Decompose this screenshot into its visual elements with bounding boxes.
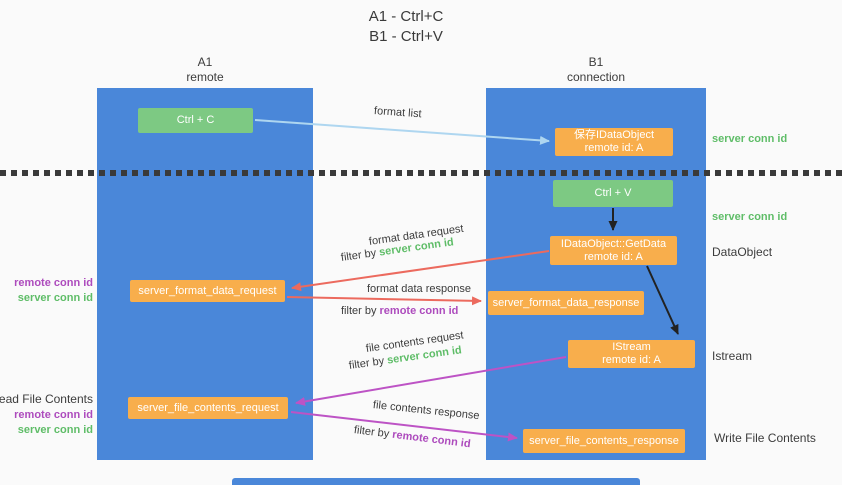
annotation-write-file-contents: Write File Contents xyxy=(714,431,816,445)
node-istream: IStream remote id: A xyxy=(568,340,695,368)
filter-by-text: filter by xyxy=(340,247,377,264)
annotation-istream: Istream xyxy=(712,349,753,363)
node-server-format-data-request-label: server_format_data_request xyxy=(138,284,277,297)
node-save-dataobject: 保存IDataObject remote id: A xyxy=(555,128,673,156)
bottom-window-edge xyxy=(232,478,640,485)
label-file-contents-response: file contents response xyxy=(372,399,481,423)
node-getdata-line2: remote id: A xyxy=(584,250,643,263)
annotation-read-file-contents: Read File Contents xyxy=(0,392,93,406)
diagram-title: A1 - Ctrl+C B1 - Ctrl+V xyxy=(296,7,516,47)
annotation-dataobject: DataObject xyxy=(712,245,773,259)
node-server-file-contents-request-label: server_file_contents_request xyxy=(137,401,279,414)
node-ctrl-c: Ctrl + C xyxy=(138,108,253,133)
label-format-list: format list xyxy=(373,105,422,121)
title-line-2: B1 - Ctrl+V xyxy=(369,28,443,45)
lifeline-b1-name: B1 xyxy=(588,55,604,69)
node-server-file-contents-request: server_file_contents_request xyxy=(128,397,288,419)
annotation-server-conn-id-ctrlv: server conn id xyxy=(712,211,788,223)
node-getdata-line1: IDataObject::GetData xyxy=(560,237,667,250)
annotation-server-conn-id-save: server conn id xyxy=(712,133,788,145)
filter-by-text: filter by xyxy=(341,305,377,317)
annotation-remote-conn-id-format: remote conn id xyxy=(14,277,93,289)
lifeline-header-a1: A1 remote xyxy=(145,55,265,85)
label-filter-by-remote-conn-id-2: filter by remote conn id xyxy=(353,424,471,450)
node-server-format-data-response-label: server_format_data_response xyxy=(492,296,640,309)
node-server-file-contents-response-label: server_file_contents_response xyxy=(529,434,679,447)
arrow-format-data-response xyxy=(286,296,482,306)
remote-conn-id-text: remote conn id xyxy=(379,305,459,317)
filter-by-text: filter by xyxy=(348,355,385,372)
node-ctrl-v: Ctrl + V xyxy=(553,180,673,207)
remote-conn-id-text: remote conn id xyxy=(391,428,472,451)
label-format-data-response: format data response xyxy=(367,283,471,295)
lifeline-a1-role: remote xyxy=(186,70,224,84)
dotted-separator-line xyxy=(0,170,842,176)
annotation-server-conn-id-file: server conn id xyxy=(17,424,93,436)
title-line-1: A1 - Ctrl+C xyxy=(368,8,444,25)
annotation-server-conn-id-format: server conn id xyxy=(17,292,93,304)
node-istream-line2: remote id: A xyxy=(602,354,661,366)
node-save-dataobject-line2: remote id: A xyxy=(584,142,644,154)
lifeline-b1-role: connection xyxy=(566,70,626,84)
annotation-remote-conn-id-file: remote conn id xyxy=(14,409,93,421)
lifeline-a1-name: A1 xyxy=(197,55,213,69)
node-server-file-contents-response: server_file_contents_response xyxy=(523,429,685,453)
node-server-format-data-request: server_format_data_request xyxy=(130,280,285,302)
node-server-format-data-response: server_format_data_response xyxy=(488,291,644,315)
node-getdata: IDataObject::GetData remote id: A xyxy=(550,236,677,265)
node-ctrl-c-label: Ctrl + C xyxy=(176,114,215,126)
lifeline-header-b1: B1 connection xyxy=(536,55,656,85)
filter-by-text: filter by xyxy=(353,424,390,441)
label-filter-by-remote-conn-id-1: filter by remote conn id xyxy=(341,305,458,317)
node-ctrl-v-label: Ctrl + V xyxy=(594,187,632,199)
node-save-dataobject-line1: 保存IDataObject xyxy=(573,129,655,141)
node-istream-line1: IStream xyxy=(612,341,651,353)
